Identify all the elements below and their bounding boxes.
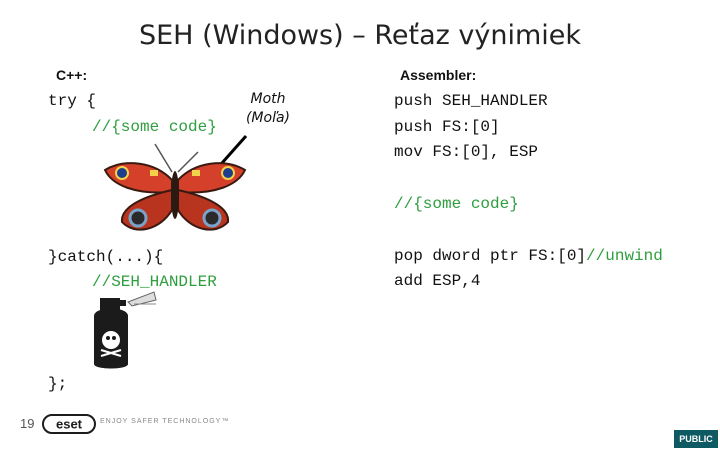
eset-logo: eset [42,414,96,434]
public-badge: PUBLIC [674,430,718,448]
cpp-label: C++: [56,67,88,83]
asm-line-1: push SEH_HANDLER [394,92,548,110]
asm-comment-line: //{some code} [394,195,519,213]
spray-can-icon [94,291,157,369]
page-number: 19 [20,416,35,431]
cpp-handler-line: //SEH_HANDLER [92,273,217,291]
moth-label-english: Moth [250,91,286,107]
moth-label-slovak: (Moľa) [245,110,291,126]
butterfly-icon [103,143,247,231]
assembler-label: Assembler: [400,67,477,83]
asm-line-2: push FS:[0] [394,118,500,136]
cpp-catch-line: }catch(...){ [48,248,164,266]
eset-tagline: ENJOY SAFER TECHNOLOGY™ [100,418,230,425]
asm-last-line: add ESP,4 [394,272,481,290]
asm-line-3: mov FS:[0], ESP [394,143,539,161]
eset-logo-text: eset [56,417,83,432]
cpp-try-line: try { [48,92,97,110]
asm-unwind-comment: //unwind [586,247,663,265]
moth-label: Moth (Moľa) [236,90,300,128]
cpp-comment-line: //{some code} [92,118,217,136]
asm-unwind-code: pop dword ptr FS:[0] [394,247,587,265]
cpp-close-line: }; [48,375,68,393]
slide-title: SEH (Windows) – Reťaz výnimiek [138,20,581,51]
asm-unwind-line: pop dword ptr FS:[0]//unwind [394,247,663,265]
